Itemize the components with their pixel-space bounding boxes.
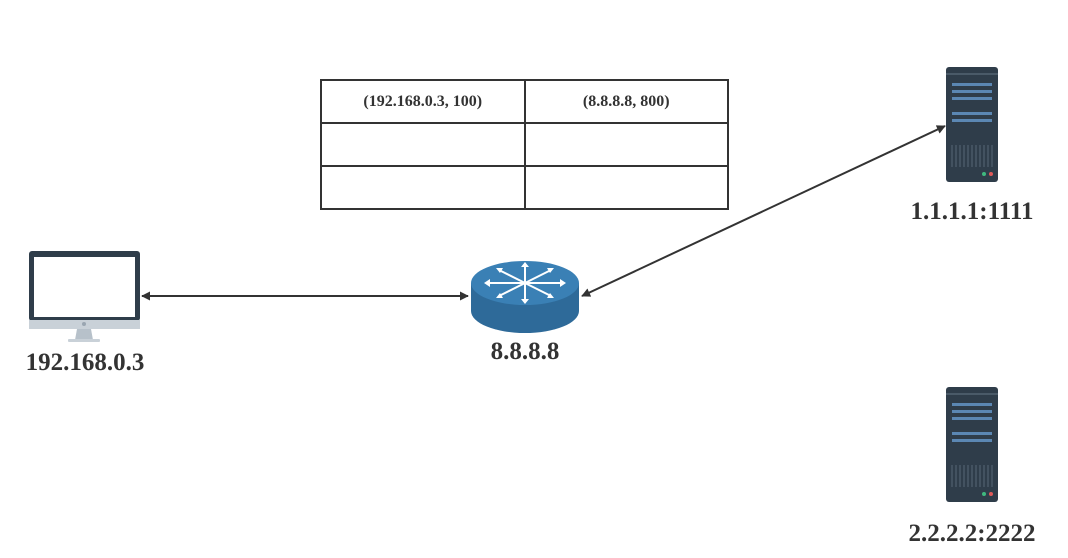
table-cell (320, 165, 526, 210)
table-cell (320, 122, 526, 167)
router-icon (471, 261, 579, 333)
desktop-monitor-icon (29, 251, 140, 342)
link-router-server1 (581, 125, 946, 297)
table-cell: (192.168.0.3, 100) (320, 79, 526, 124)
router-ip-label: 8.8.8.8 (490, 338, 560, 365)
server-icon (946, 67, 998, 182)
server2-address-label: 2.2.2.2:2222 (908, 520, 1036, 547)
client-ip-label: 192.168.0.3 (25, 349, 145, 376)
table-cell (523, 165, 729, 210)
table-cell: (8.8.8.8, 800) (523, 79, 729, 124)
table-cell (523, 122, 729, 167)
table-row (320, 122, 729, 167)
table-row (320, 165, 729, 210)
server1-address-label: 1.1.1.1:1111 (910, 198, 1034, 225)
nat-mapping-table: (192.168.0.3, 100) (8.8.8.8, 800) (320, 79, 729, 210)
table-row: (192.168.0.3, 100) (8.8.8.8, 800) (320, 79, 729, 124)
server-icon (946, 387, 998, 502)
